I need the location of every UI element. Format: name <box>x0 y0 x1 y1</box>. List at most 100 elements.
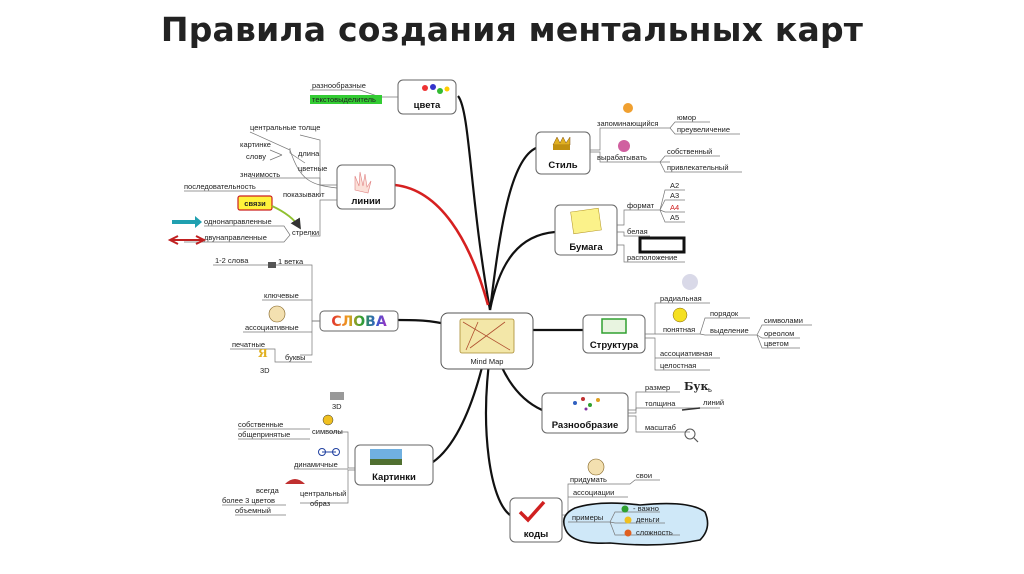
svg-text:связи: связи <box>244 199 266 208</box>
svg-text:коды: коды <box>524 529 548 540</box>
svg-text:придумать: придумать <box>570 475 607 484</box>
structure-icon <box>601 318 627 334</box>
svg-text:цветом: цветом <box>764 339 789 348</box>
svg-text:Картинки: Картинки <box>372 472 416 483</box>
arrow-one-way-icon <box>172 216 202 228</box>
umbrella-icon <box>285 479 305 484</box>
svg-text:свои: свои <box>636 471 652 480</box>
svg-text:A4: A4 <box>670 203 679 212</box>
svg-text:ь: ь <box>708 385 712 394</box>
svg-text:преувеличение: преувеличение <box>677 125 730 134</box>
svg-text:белая: белая <box>627 227 648 236</box>
svg-text:цветные: цветные <box>298 164 327 173</box>
svg-text:динамичные: динамичные <box>294 460 338 469</box>
svg-text:вырабатывать: вырабатывать <box>597 153 647 162</box>
magnifier-icon <box>684 428 696 440</box>
node-linii: линии центральные толще длина картинке с… <box>167 123 396 245</box>
difficulty-icon <box>624 529 632 537</box>
svg-text:запоминающийся: запоминающийся <box>597 119 659 128</box>
svg-text:сложность: сложность <box>636 528 673 537</box>
svg-text:Бумага: Бумага <box>569 242 603 253</box>
branch-kody <box>484 354 511 516</box>
node-struktura: Структура радиальная понятная порядок вы… <box>582 274 812 371</box>
svg-text:толщина: толщина <box>645 399 676 408</box>
svg-text:всегда: всегда <box>256 486 280 495</box>
svg-text:Бук: Бук <box>684 380 708 393</box>
thinking-face-icon <box>268 305 286 323</box>
important-icon <box>621 505 629 513</box>
svg-text:показывают: показывают <box>283 190 325 199</box>
node-kartinki: Картинки 3D собственные общепринятые сим… <box>222 392 434 516</box>
svg-text:A5: A5 <box>670 213 679 222</box>
svg-text:двунаправленные: двунаправленные <box>204 233 267 242</box>
center-label: Mind Map <box>471 357 504 366</box>
dots-icon <box>573 397 600 411</box>
letter-3d-icon: Я <box>258 347 268 360</box>
svg-text:линии: линии <box>351 196 380 207</box>
svg-text:Разнообразие: Разнообразие <box>552 420 619 431</box>
arrow-two-way-icon <box>167 235 207 245</box>
radiation-icon <box>322 414 334 426</box>
svg-text:собственные: собственные <box>238 420 283 429</box>
node-stil: Стиль запоминающийся юмор преувеличение … <box>535 103 742 175</box>
thinking-face-icon <box>587 458 605 476</box>
branch-linii-red <box>394 183 490 306</box>
svg-text:размер: размер <box>645 383 670 392</box>
svg-text:деньги: деньги <box>636 515 660 524</box>
radial-icon <box>682 274 698 290</box>
painter-icon <box>618 140 630 152</box>
node-slova: СЛОВА 1-2 слова 1 ветка ключевые ассоциа… <box>213 256 399 375</box>
svg-text:более 3 цветов: более 3 цветов <box>222 496 275 505</box>
svg-text:юмор: юмор <box>677 113 696 122</box>
svg-text:длина: длина <box>298 149 320 158</box>
node-cveta: цвета разнообразные текстовыделитель <box>310 79 457 115</box>
branch-kartinki <box>432 354 487 463</box>
svg-text:- важно: - важно <box>633 504 659 513</box>
branch-cveta <box>457 95 492 311</box>
smiley-icon <box>672 307 688 323</box>
svg-text:1 ветка: 1 ветка <box>278 257 304 266</box>
svg-text:символы: символы <box>312 427 343 436</box>
jester-icon <box>623 103 633 113</box>
svg-text:A3: A3 <box>670 191 679 200</box>
svg-text:Структура: Структура <box>590 340 639 351</box>
svg-text:привлекательный: привлекательный <box>667 163 729 172</box>
branch-bumaga <box>488 230 556 311</box>
checkmark-icon <box>518 500 546 523</box>
svg-text:ореолом: ореолом <box>764 329 794 338</box>
svg-text:образ: образ <box>310 499 331 508</box>
crown-icon <box>552 136 571 146</box>
svg-text:целостная: целостная <box>660 361 696 370</box>
svg-text:объемный: объемный <box>235 506 271 515</box>
svg-text:ассоциации: ассоциации <box>573 488 614 497</box>
paper-icon <box>570 207 602 235</box>
svg-text:СЛОВА: СЛОВА <box>331 314 386 330</box>
svg-text:расположение: расположение <box>627 253 677 262</box>
main-branches <box>397 95 583 516</box>
svg-text:собственный: собственный <box>667 147 712 156</box>
svg-text:цвета: цвета <box>414 100 441 111</box>
svg-text:3D: 3D <box>260 366 270 375</box>
landscape-sheet-icon <box>638 236 686 254</box>
line-width-icon <box>681 407 701 411</box>
center-node: Mind Map <box>440 312 534 370</box>
svg-text:символами: символами <box>764 316 803 325</box>
svg-text:центральные толще: центральные толще <box>250 123 320 132</box>
svg-text:Стиль: Стиль <box>548 160 577 171</box>
svg-text:общепринятые: общепринятые <box>238 430 290 439</box>
svg-text:картинке: картинке <box>240 140 271 149</box>
node-kody: коды придумать свои ассоциации примеры -… <box>509 458 709 546</box>
svg-text:печатные: печатные <box>232 340 265 349</box>
svg-text:3D: 3D <box>332 402 342 411</box>
svg-text:примеры: примеры <box>572 513 603 522</box>
svg-text:последовательность: последовательность <box>184 182 256 191</box>
svg-text:понятная: понятная <box>663 325 695 334</box>
svg-text:центральный: центральный <box>300 489 346 498</box>
slide-title: Правила создания ментальных карт <box>160 10 864 49</box>
svg-text:разнообразные: разнообразные <box>312 81 366 90</box>
money-icon <box>624 516 632 524</box>
svg-text:выделение: выделение <box>710 326 749 335</box>
svg-text:значимость: значимость <box>240 170 280 179</box>
